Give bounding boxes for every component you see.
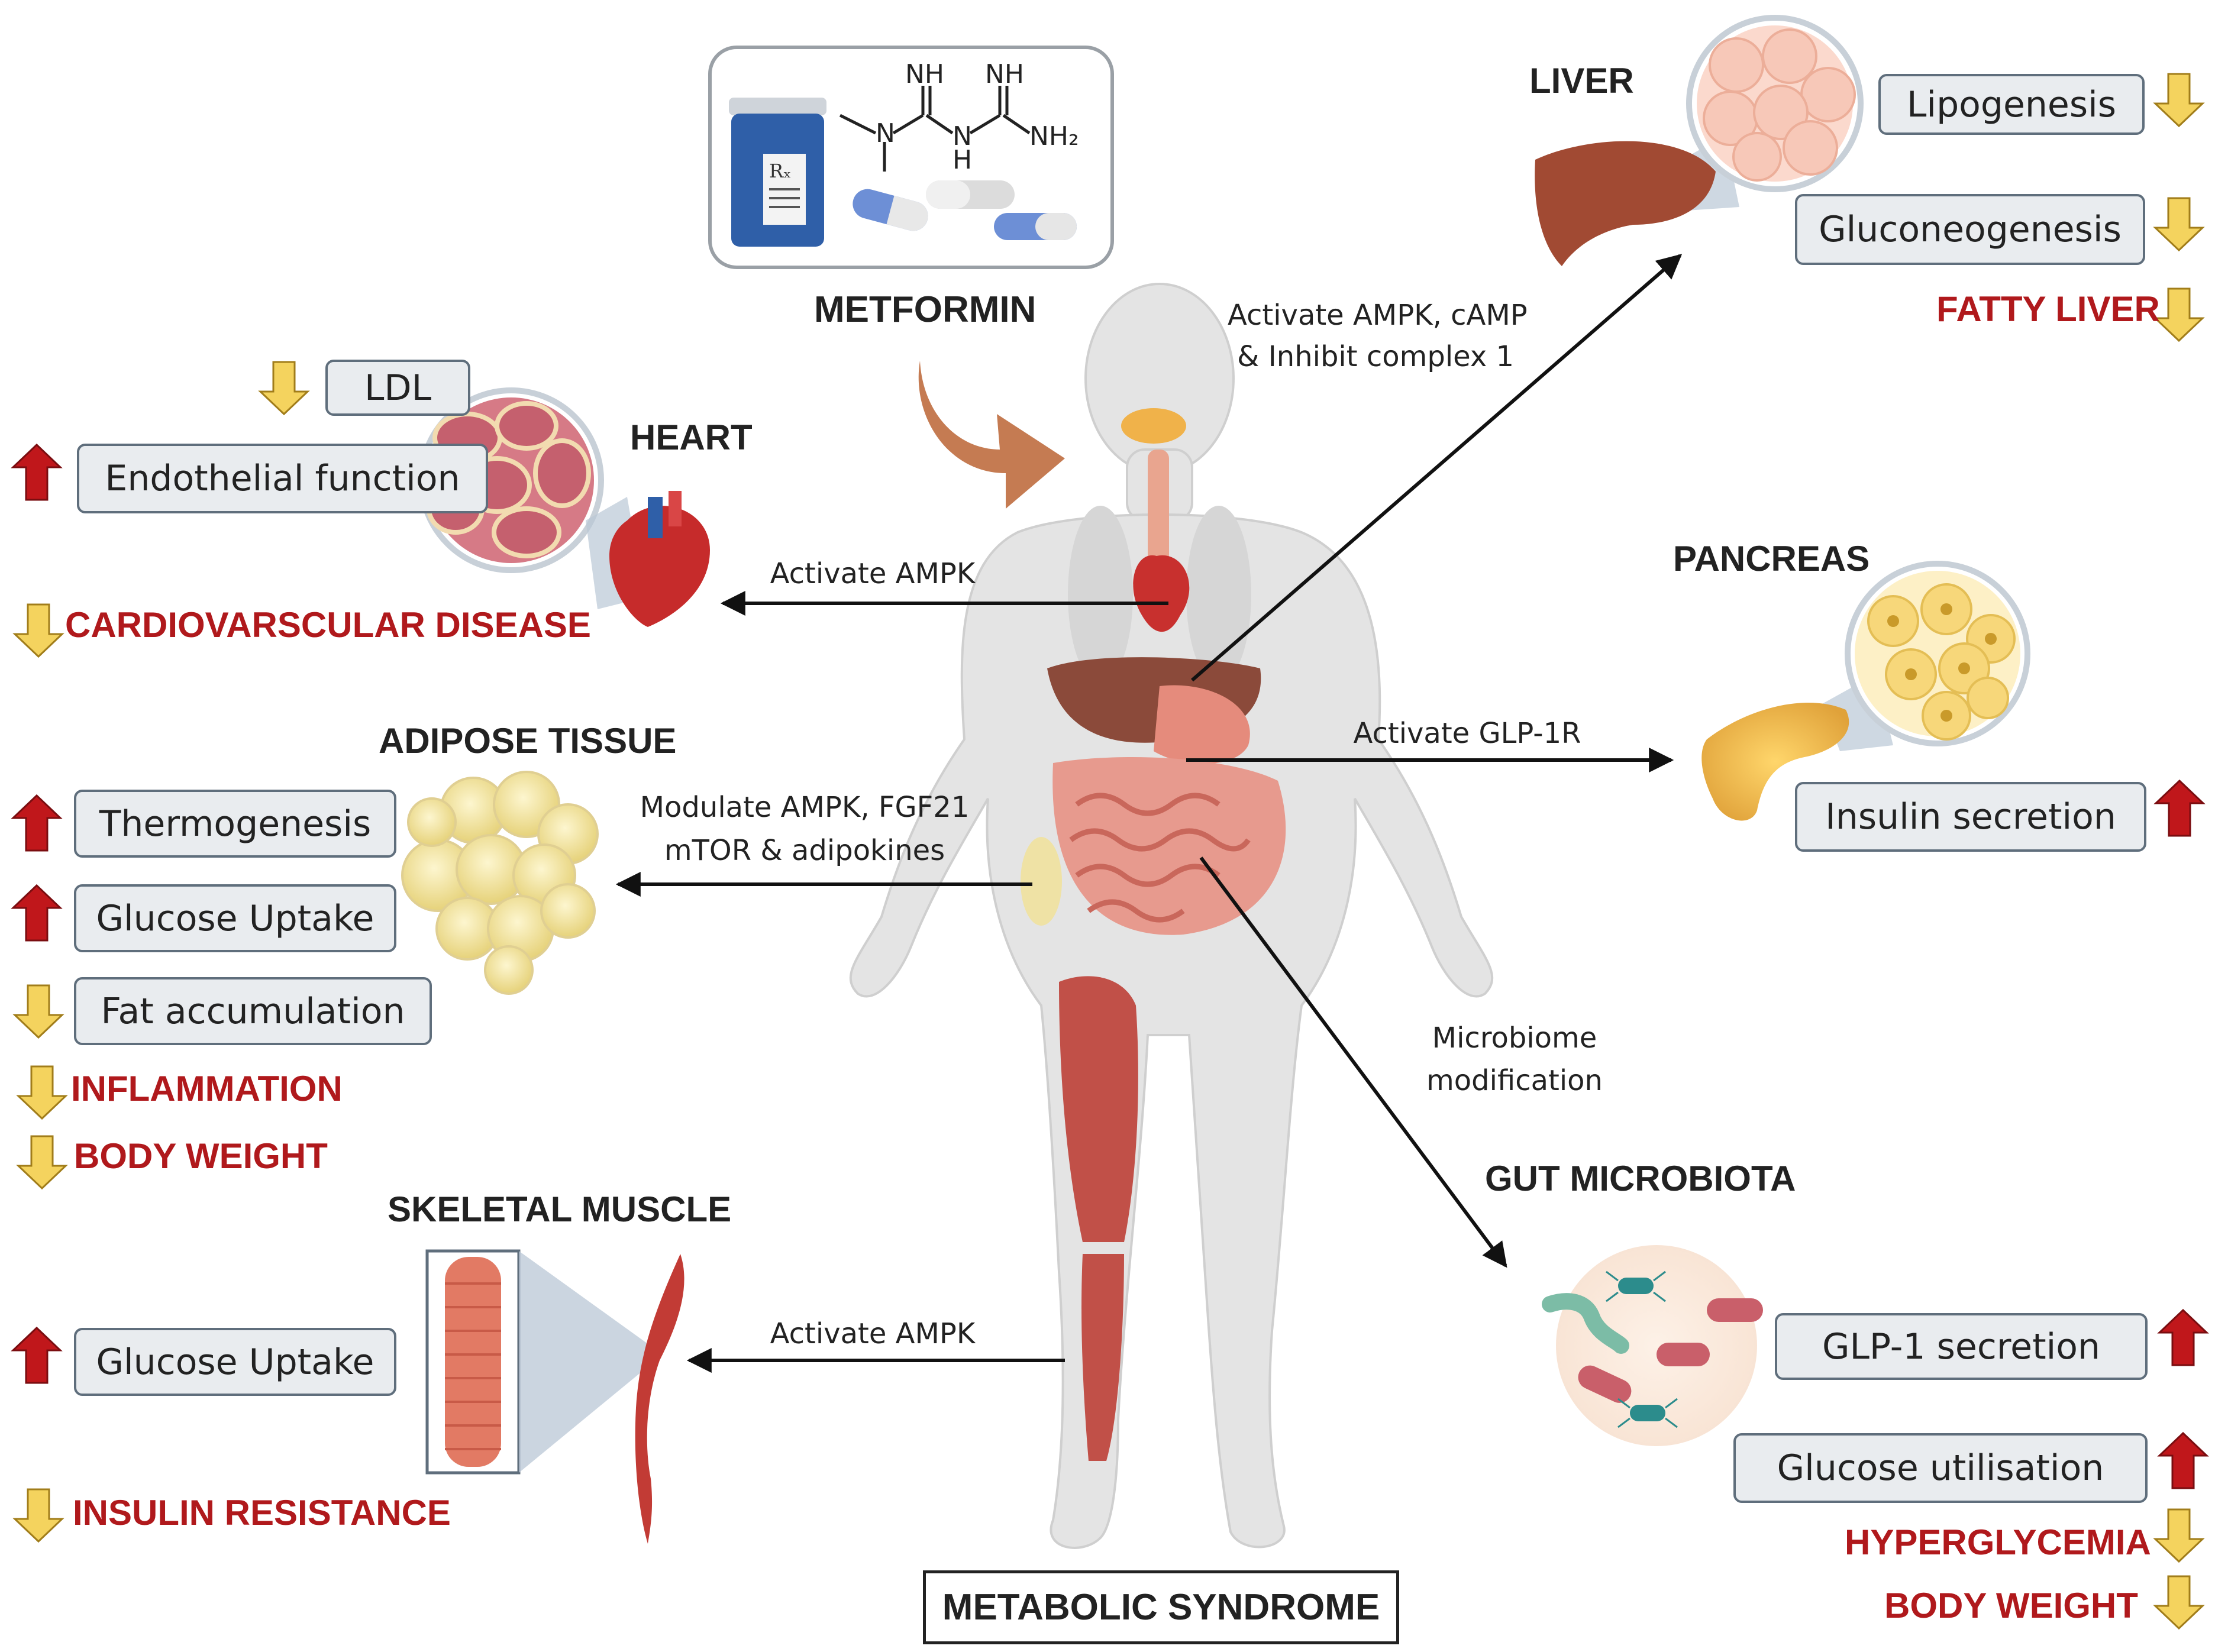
liver-pathway-line2: & Inhibit complex 1 — [1236, 340, 1515, 373]
up-arrow-glucose-uptake-adipose — [11, 884, 63, 942]
skeletal-muscle-title: SKELETAL MUSCLE — [388, 1189, 732, 1229]
up-arrow-glucose-utilisation — [2157, 1431, 2209, 1489]
glucose-uptake-adipose-box: Glucose Uptake — [74, 884, 396, 952]
body-weight-right-label: BODY WEIGHT — [1884, 1586, 2138, 1625]
down-arrow-insulin-resistance — [12, 1488, 64, 1543]
rx-symbol: Rₓ — [769, 160, 792, 182]
down-arrow-hyperglycemia — [2153, 1508, 2205, 1563]
pancreas-pathway: Activate GLP-1R — [1353, 717, 1581, 750]
up-arrow-glp1-secretion — [2157, 1308, 2209, 1366]
gut-microbiota-illustration — [1542, 1245, 1763, 1446]
down-arrow-body-weight-right — [2153, 1575, 2205, 1630]
liver-pathway-line1: Activate AMPK, cAMP — [1228, 299, 1528, 332]
metformin-title: METFORMIN — [814, 289, 1037, 330]
up-arrow-insulin-secretion — [2153, 779, 2206, 837]
gut-pathway-line2: modification — [1426, 1064, 1603, 1097]
ldl-box: LDL — [325, 360, 470, 416]
fatty-liver-label: FATTY LIVER — [1936, 289, 2160, 329]
formula-h: H — [952, 145, 972, 175]
adipose-title: ADIPOSE TISSUE — [379, 721, 677, 761]
liver-title: LIVER — [1529, 61, 1634, 101]
down-arrow-fatty-liver — [2153, 287, 2205, 342]
fat-accumulation-box: Fat accumulation — [74, 977, 432, 1045]
formula-n: N — [876, 118, 895, 148]
inflammation-label: INFLAMMATION — [71, 1069, 343, 1108]
glucose-uptake-muscle-box: Glucose Uptake — [74, 1328, 396, 1396]
arrow-to-liver — [1191, 254, 1683, 682]
gut-pathway-line1: Microbiome — [1432, 1021, 1597, 1055]
lipogenesis-box: Lipogenesis — [1878, 74, 2145, 135]
metabolic-syndrome-box: METABOLIC SYNDROME — [923, 1570, 1399, 1644]
down-arrow-ldl — [258, 361, 310, 416]
gut-title: GUT MICROBIOTA — [1485, 1159, 1796, 1198]
adipose-illustration — [401, 771, 599, 995]
cardiovascular-disease-label: CARDIOVARSCULAR DISEASE — [65, 605, 591, 645]
muscle-illustration — [425, 1249, 684, 1544]
metformin-arrow — [918, 361, 1065, 509]
gluconeogenesis-box: Gluconeogenesis — [1795, 194, 2145, 265]
insulin-resistance-label: INSULIN RESISTANCE — [73, 1493, 451, 1533]
down-arrow-body-weight-left — [16, 1135, 68, 1190]
up-arrow-glucose-uptake-muscle — [11, 1326, 63, 1384]
formula-nh2: NH₂ — [1029, 121, 1079, 151]
down-arrow-cvd — [12, 603, 64, 658]
glp1-secretion-box: GLP-1 secretion — [1775, 1313, 2148, 1380]
adipose-pathway-line2: mTOR & adipokines — [664, 834, 945, 867]
liver-illustration — [1535, 15, 1864, 266]
hyperglycemia-label: HYPERGLYCEMIA — [1845, 1522, 2151, 1562]
down-arrow-fat-accumulation — [12, 984, 64, 1039]
up-arrow-endothelial — [11, 443, 63, 501]
formula-nh-middle: N — [952, 121, 972, 151]
endothelial-function-box: Endothelial function — [77, 444, 488, 513]
formula-nh-left: NH — [905, 59, 944, 89]
glucose-utilisation-box: Glucose utilisation — [1733, 1433, 2148, 1503]
down-arrow-lipogenesis — [2153, 73, 2205, 128]
up-arrow-thermogenesis — [11, 794, 63, 852]
pathway-arrows — [615, 254, 1683, 1373]
insulin-secretion-box: Insulin secretion — [1795, 782, 2146, 852]
muscle-pathway: Activate AMPK — [770, 1317, 976, 1350]
body-weight-left-label: BODY WEIGHT — [74, 1136, 328, 1176]
arrow-to-gut — [1199, 856, 1507, 1268]
down-arrow-gluconeogenesis — [2153, 197, 2205, 252]
heart-pathway: Activate AMPK — [770, 557, 976, 590]
pancreas-title: PANCREAS — [1673, 539, 1870, 578]
formula-nh-right: NH — [985, 59, 1024, 89]
adipose-pathway-line1: Modulate AMPK, FGF21 — [640, 791, 970, 824]
thermogenesis-box: Thermogenesis — [74, 790, 396, 858]
metformin-illustration — [708, 46, 1114, 269]
pancreas-illustration — [1701, 561, 2030, 821]
heart-title: HEART — [630, 418, 753, 457]
down-arrow-inflammation — [16, 1065, 68, 1120]
effect-arrows — [11, 73, 2209, 1630]
